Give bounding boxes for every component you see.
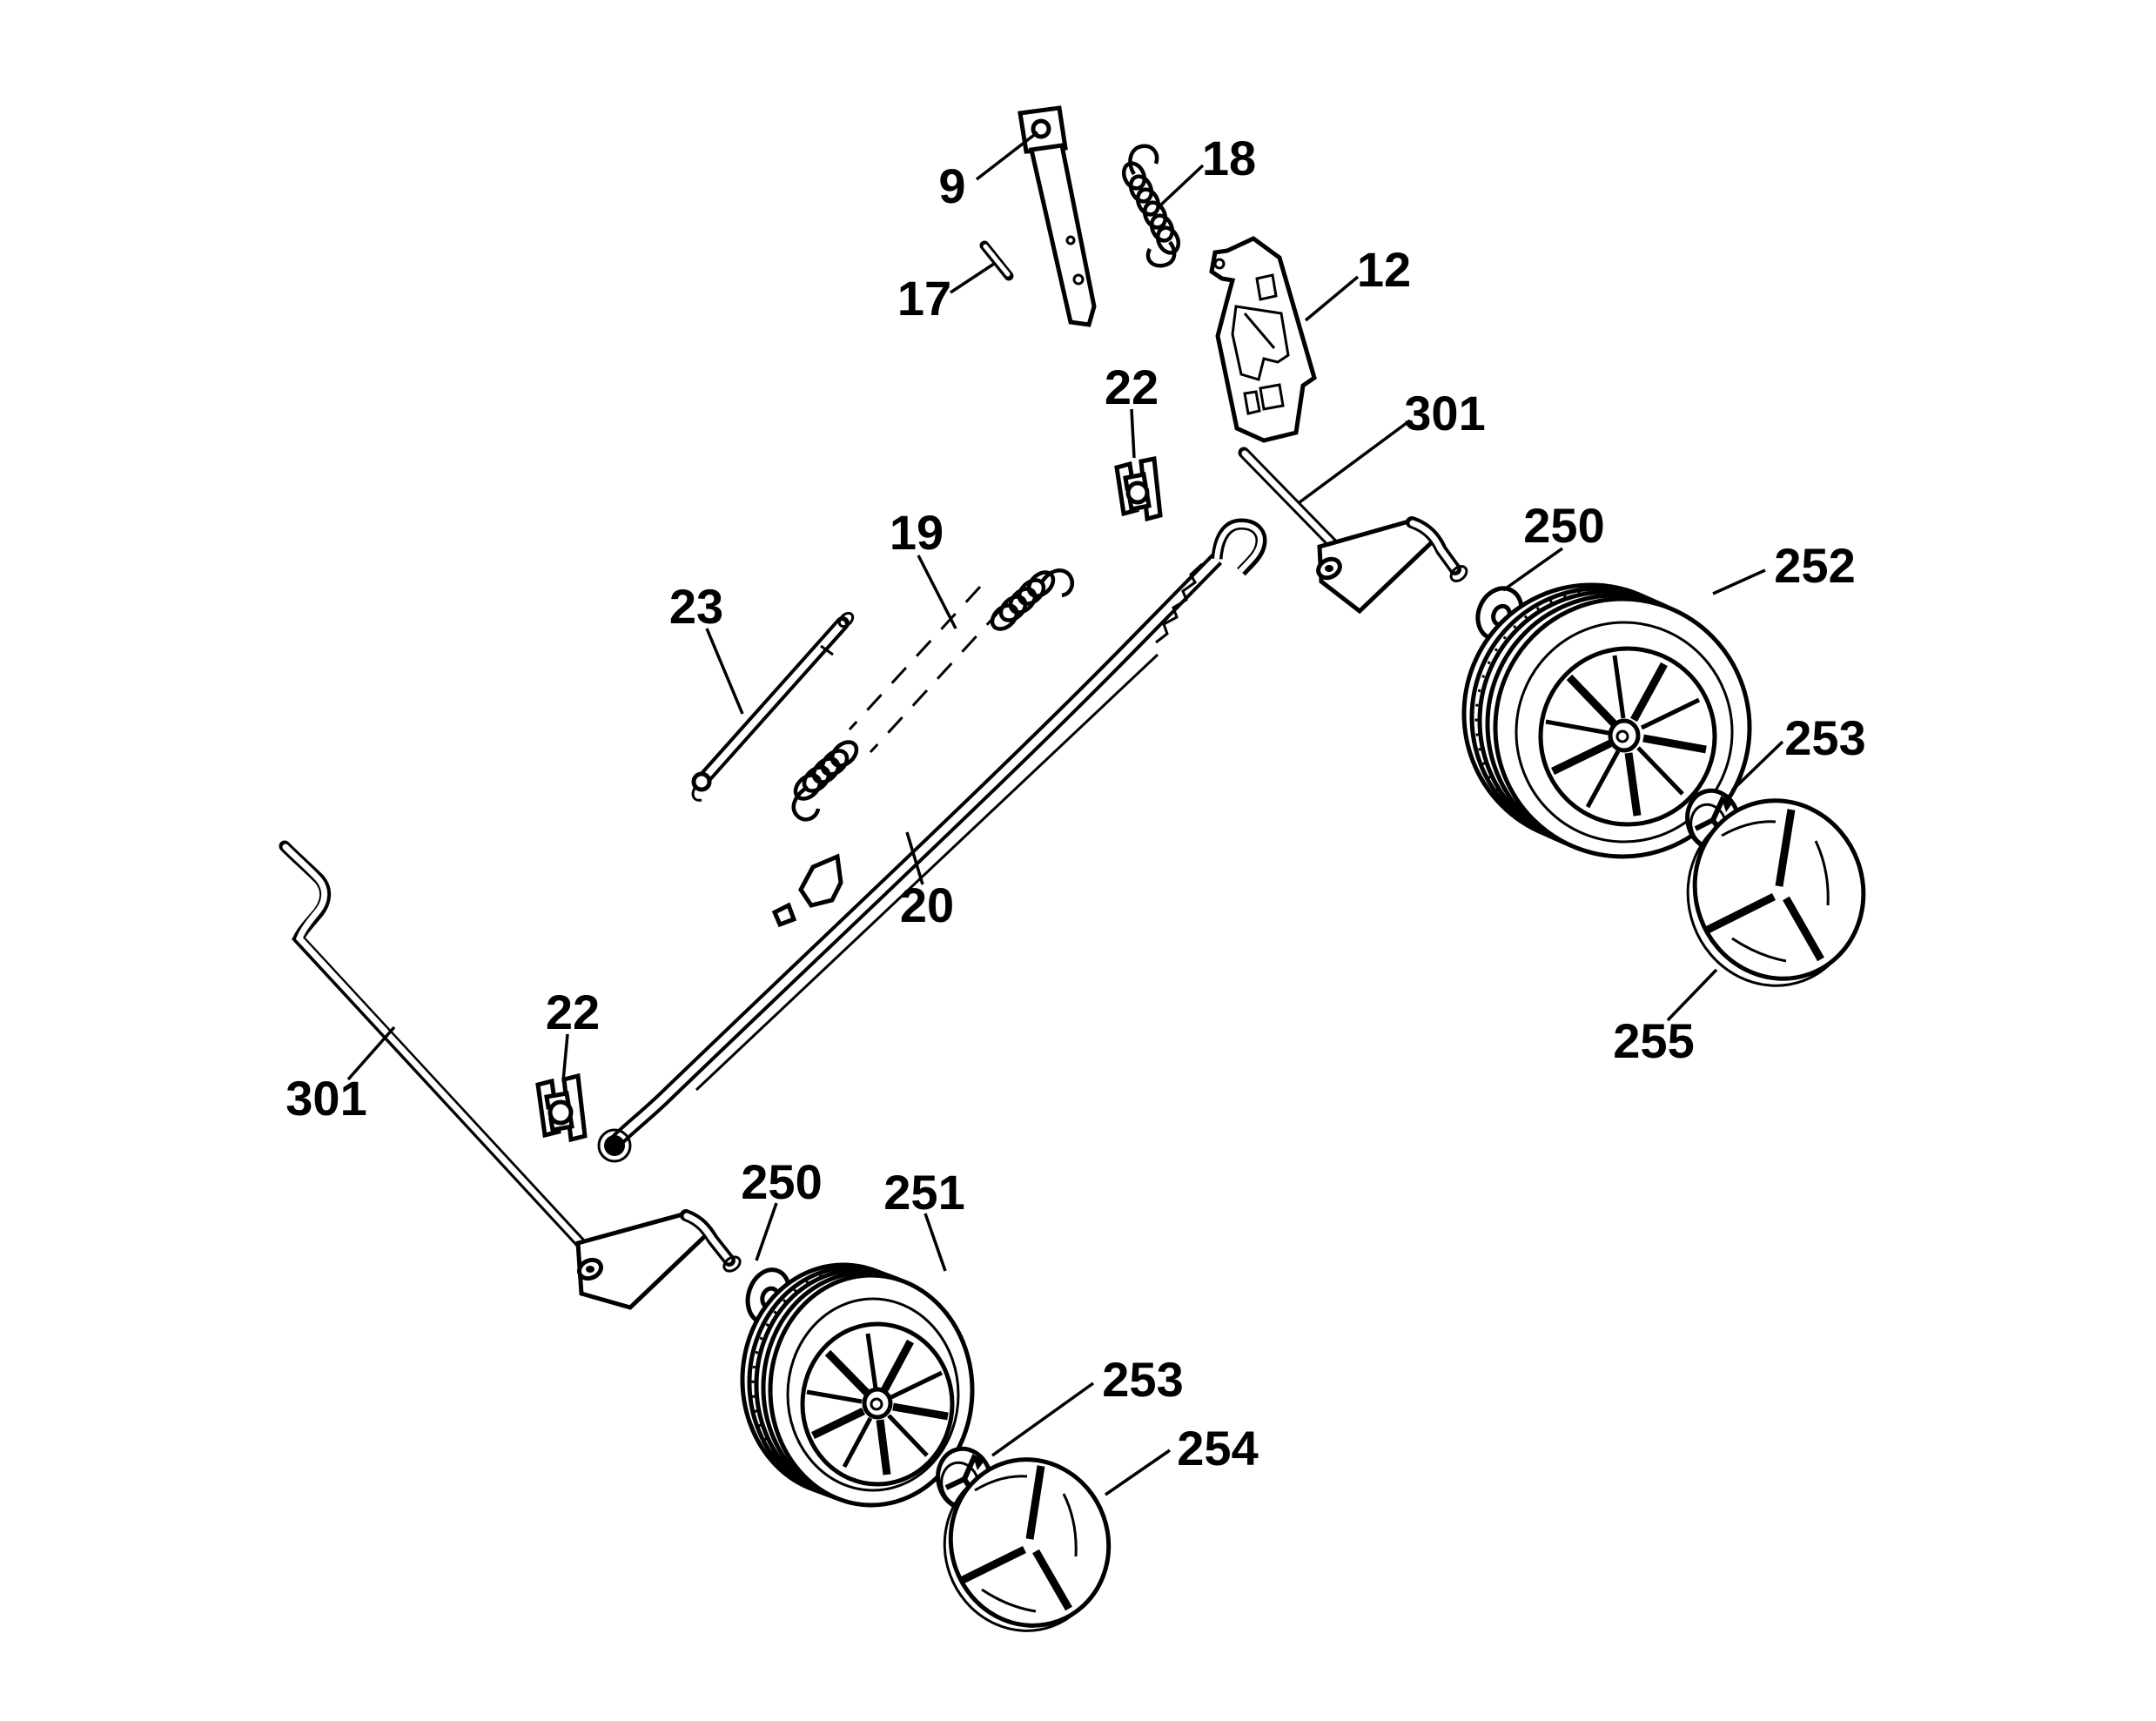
leader-12 (1304, 275, 1360, 322)
leader-251 (924, 1213, 947, 1272)
callout-253-lower: 253 (1102, 1352, 1183, 1407)
part-rod-23 (691, 611, 855, 802)
part-latch-plate-12 (1209, 236, 1317, 443)
callout-255: 255 (1613, 1013, 1694, 1068)
callout-20: 20 (900, 877, 954, 932)
part-clip-22-upper (1114, 456, 1163, 522)
leader-250-lower (755, 1202, 778, 1261)
callout-250-upper: 250 (1523, 498, 1604, 553)
part-wheel-252 (1461, 582, 1752, 859)
leader-250-upper (1501, 547, 1564, 592)
callout-12: 12 (1357, 242, 1411, 297)
leader-253-lower (991, 1382, 1095, 1457)
leader-19 (917, 555, 957, 629)
leader-22-lower (561, 1033, 569, 1082)
callout-23: 23 (669, 579, 723, 634)
leader-20 (905, 831, 924, 885)
part-spring-19 (791, 568, 1074, 822)
callout-9: 9 (938, 158, 965, 213)
callout-253-upper: 253 (1784, 710, 1865, 765)
leader-301-upper (1298, 419, 1412, 504)
part-pin-17 (979, 240, 1014, 281)
callout-19: 19 (890, 505, 944, 560)
part-hubcap-255 (1686, 798, 1866, 987)
part-bracket-bar-9 (1018, 105, 1097, 327)
leader-lines (346, 131, 1784, 1496)
callout-18: 18 (1202, 131, 1256, 185)
part-clip-22-lower (535, 1072, 588, 1143)
part-axle-rod-301-upper (1238, 447, 1468, 615)
leader-23 (705, 628, 744, 715)
leader-17 (950, 262, 995, 294)
callout-252: 252 (1774, 538, 1855, 593)
leader-252 (1712, 568, 1766, 595)
part-wheel-251 (740, 1262, 975, 1508)
leader-18 (1159, 164, 1205, 207)
part-axle-rod-301-lower (279, 840, 742, 1310)
callout-301-lower: 301 (285, 1071, 366, 1126)
part-adjuster-bar-20 (597, 518, 1267, 1163)
leader-253-upper (1730, 740, 1784, 792)
callout-251: 251 (883, 1165, 964, 1220)
leader-22-upper (1130, 408, 1136, 459)
callout-250-lower: 250 (741, 1154, 822, 1209)
callout-254: 254 (1177, 1421, 1258, 1476)
callout-301-upper: 301 (1404, 386, 1485, 440)
callout-22-upper: 22 (1105, 360, 1159, 414)
leader-301-lower (346, 1025, 396, 1081)
callout-22-lower: 22 (546, 985, 600, 1039)
callout-labels: 9 17 18 12 22 301 250 252 253 255 23 19 … (285, 131, 1865, 1476)
leader-9 (975, 131, 1039, 181)
callout-17: 17 (897, 271, 951, 326)
leader-255 (1666, 968, 1718, 1022)
part-hubcap-254 (943, 1457, 1112, 1632)
part-spring-18 (1121, 144, 1181, 268)
leader-254 (1105, 1449, 1171, 1496)
